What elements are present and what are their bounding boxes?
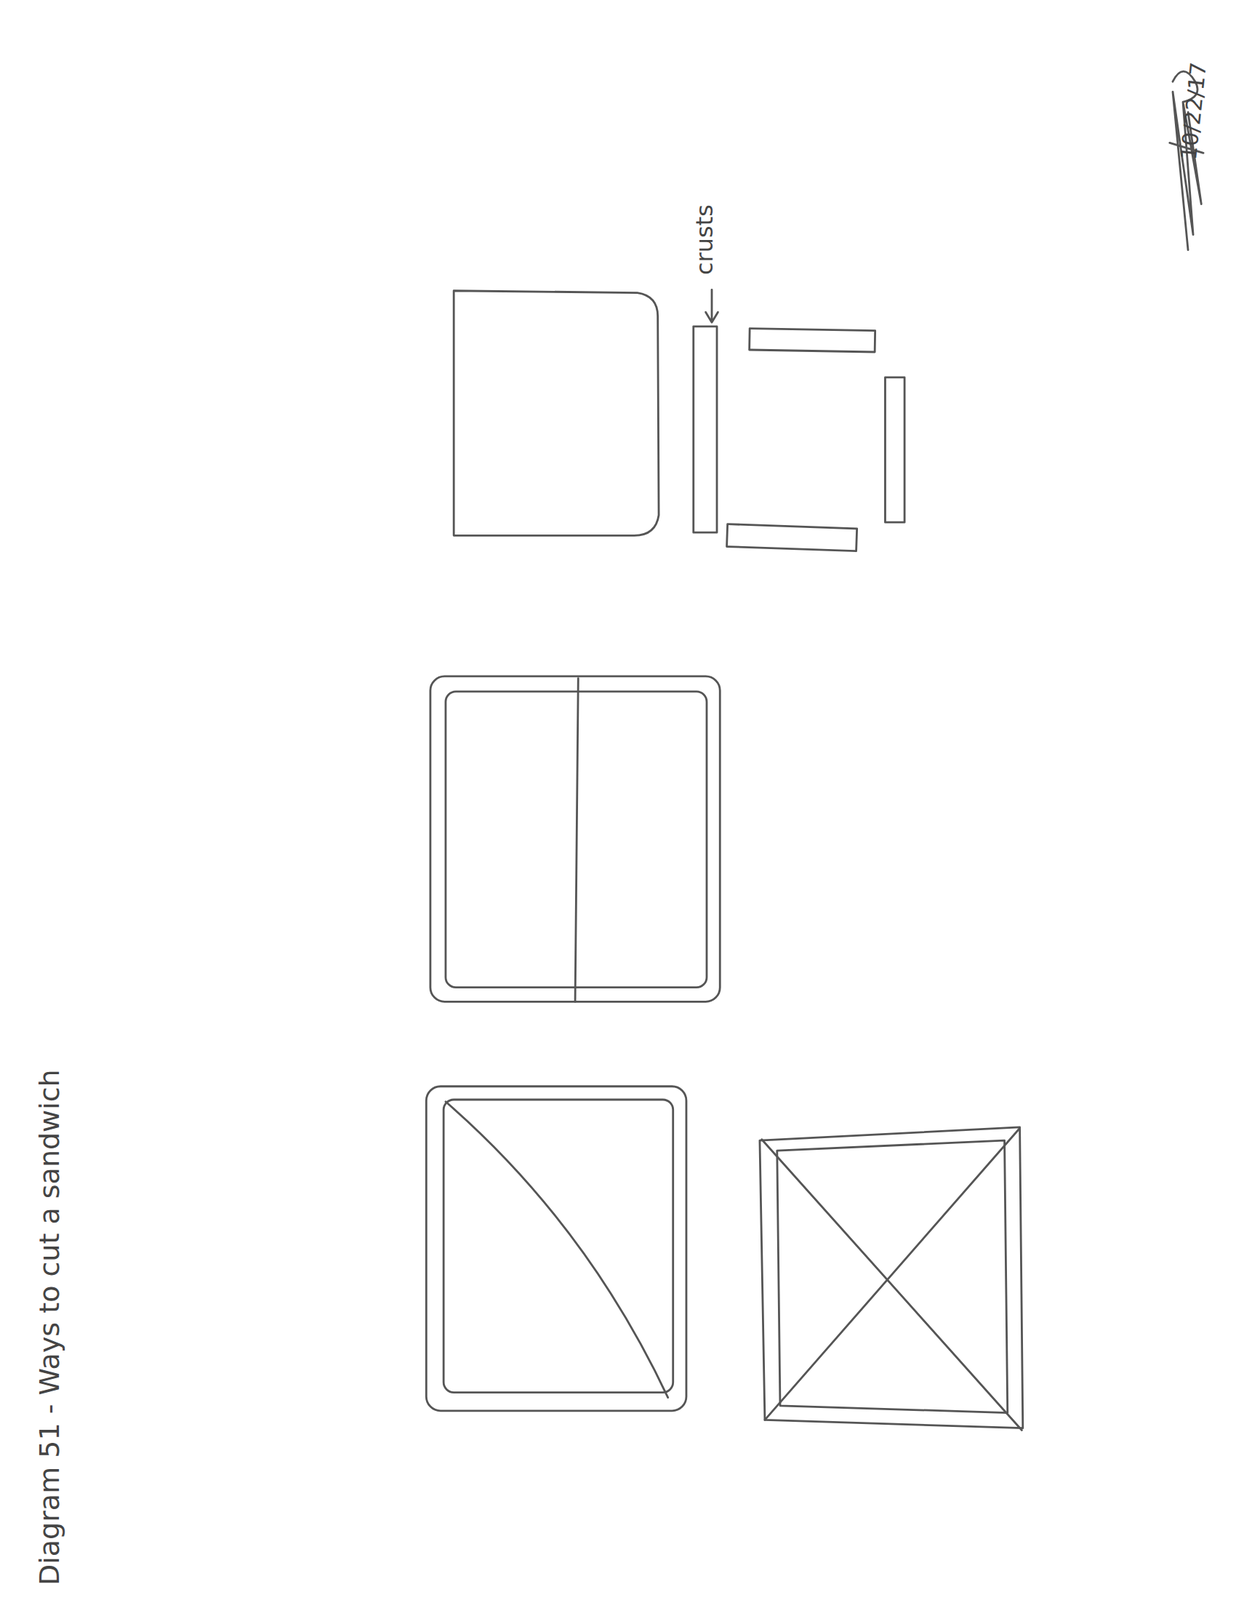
- sandwich-outline: [430, 676, 720, 1002]
- crust-strip: [693, 326, 717, 533]
- diagram-title: Diagram 51 - Ways to cut a sandwich: [34, 1068, 66, 1585]
- crust-strip: [749, 328, 876, 352]
- callout-label: crusts: [692, 204, 718, 275]
- crust-strip: [884, 377, 905, 523]
- date-note: 10/22/17: [1176, 61, 1211, 161]
- sandwich-outline: [759, 1126, 1023, 1428]
- cut-line: [445, 1101, 669, 1398]
- sandwich-outline: [426, 1086, 687, 1411]
- cut-line: [761, 1127, 1023, 1430]
- cut-line: [575, 678, 579, 1002]
- crust-strip: [727, 524, 858, 552]
- crust-line: [443, 1099, 674, 1393]
- crustless-slice: [453, 290, 659, 536]
- leader-arrow: [705, 289, 719, 323]
